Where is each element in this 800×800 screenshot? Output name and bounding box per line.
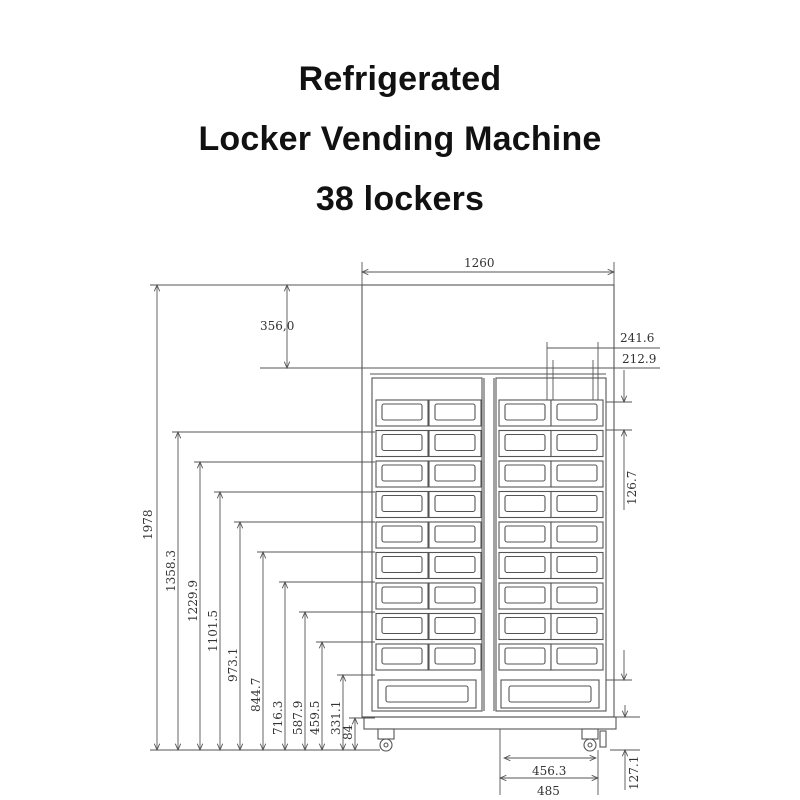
locker-door-window (381, 525, 423, 543)
locker-door-window (434, 464, 476, 482)
locker-door-window (556, 555, 598, 574)
locker-door-window (434, 403, 476, 421)
dim-base-width-label: 485 (537, 784, 560, 798)
locker-door-window (504, 586, 546, 604)
dim-height-label: 973.1 (226, 648, 240, 682)
caster-right-bracket (581, 728, 599, 740)
locker-door-window (504, 464, 546, 482)
dim-door-width-label: 456.3 (532, 764, 566, 778)
locker-door-window (556, 403, 598, 421)
dim-column-outer-label: 241.6 (620, 331, 654, 345)
locker-door-window (504, 525, 546, 543)
locker-door-window (381, 464, 423, 482)
locker-door-window (504, 433, 546, 452)
locker-door-window (556, 647, 598, 665)
locker-door-window (434, 555, 476, 574)
locker-door-window (434, 433, 476, 452)
title-line-2: Locker Vending Machine (198, 120, 602, 158)
dim-height-label: 84 (341, 724, 355, 740)
dim-height-label: 1229.9 (186, 580, 200, 622)
locker-door-window (434, 616, 476, 635)
large-locker-door-window (385, 685, 469, 703)
locker-door-window (504, 616, 546, 635)
locker-door-window (434, 494, 476, 513)
base-plinth (363, 716, 617, 730)
locker-door-window (434, 525, 476, 543)
locker-door-window (381, 555, 423, 574)
locker-door-window (556, 525, 598, 543)
locker-door-window (381, 494, 423, 513)
dim-locker-pitch-label: 126.7 (625, 471, 639, 505)
locker-door-window (504, 403, 546, 421)
locker-door-window (556, 494, 598, 513)
dim-total-height-label: 1978 (141, 509, 155, 540)
locker-door-window (434, 586, 476, 604)
locker-door-window (556, 586, 598, 604)
locker-door-window (504, 494, 546, 513)
dim-height-label: 331.1 (329, 701, 343, 735)
dim-foot-height-label: 127.1 (627, 756, 641, 790)
left-door (371, 377, 483, 712)
dim-height-label: 844.7 (249, 678, 263, 712)
right-door (495, 377, 607, 712)
dim-height-label: 587.9 (291, 701, 305, 735)
caster-left-bracket (377, 728, 395, 740)
locker-door-window (556, 433, 598, 452)
dim-height-label: 459.5 (308, 701, 322, 735)
locker-door-window (381, 433, 423, 452)
dim-height-label: 1358.3 (164, 550, 178, 592)
dim-column-inner-label: 212.9 (622, 352, 656, 366)
title-line-1: Refrigerated (298, 60, 502, 98)
title-line-3: 38 lockers (315, 180, 485, 218)
locker-door-window (381, 403, 423, 421)
locker-door-window (504, 647, 546, 665)
locker-door-window (556, 616, 598, 635)
locker-door-window (381, 616, 423, 635)
leveling-foot (599, 730, 607, 748)
dim-top-section-label: 356,0 (260, 319, 294, 333)
locker-door-window (381, 647, 423, 665)
dim-height-label: 716.3 (271, 701, 285, 735)
dim-overall-width-label: 1260 (464, 256, 495, 270)
locker-door-window (381, 586, 423, 604)
large-locker-door-window (508, 685, 592, 703)
dim-height-label: 1101.5 (206, 610, 220, 652)
locker-door-window (434, 647, 476, 665)
locker-door-window (556, 464, 598, 482)
locker-door-window (504, 555, 546, 574)
